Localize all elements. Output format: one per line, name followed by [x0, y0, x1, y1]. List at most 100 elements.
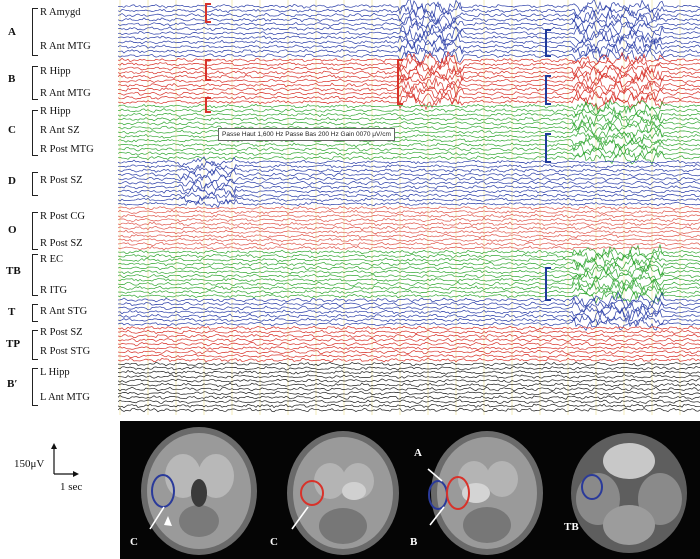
eeg-trace	[118, 64, 700, 82]
lesion-marker-red	[300, 480, 324, 506]
eeg-trace	[118, 160, 700, 171]
arrow-icon	[427, 468, 443, 482]
eeg-trace	[118, 169, 700, 179]
eeg-trace	[118, 135, 700, 147]
eeg-trace	[118, 60, 700, 76]
eeg-trace	[118, 301, 700, 313]
arrow-icon	[429, 506, 445, 526]
eeg-trace	[118, 337, 700, 343]
eeg-trace	[118, 198, 700, 209]
eeg-trace	[118, 260, 700, 275]
eeg-trace	[118, 191, 700, 202]
mri-label: B	[410, 536, 418, 548]
eeg-trace	[118, 382, 700, 388]
event-bracket	[205, 3, 211, 23]
eeg-trace	[118, 55, 700, 73]
eeg-trace	[118, 374, 700, 379]
channel-label: R EC	[40, 254, 64, 265]
eeg-trace	[118, 308, 700, 324]
group-label-tp: TP	[6, 338, 21, 350]
eeg-trace	[118, 77, 700, 95]
eeg-trace	[118, 390, 700, 396]
channel-label: R Hipp	[40, 66, 71, 77]
eeg-trace	[118, 149, 700, 166]
eeg-trace	[118, 365, 700, 371]
eeg-trace	[118, 213, 700, 219]
eeg-trace	[118, 20, 700, 36]
eeg-trace	[118, 395, 700, 400]
eeg-trace	[118, 93, 700, 111]
eeg-trace	[118, 186, 700, 198]
eeg-trace	[118, 407, 700, 413]
eeg-trace	[118, 137, 700, 152]
group-brace-bprime	[32, 368, 38, 406]
eeg-trace	[118, 325, 700, 331]
event-bracket	[545, 133, 551, 163]
eeg-trace	[118, 361, 700, 367]
eeg-trace	[118, 403, 700, 409]
event-bracket	[545, 29, 551, 57]
eeg-trace	[118, 106, 700, 122]
group-label-b: B	[8, 73, 16, 85]
eeg-trace	[118, 279, 700, 297]
mri-panel: C C B A TB	[120, 421, 700, 559]
group-label-bprime: B′	[7, 378, 18, 390]
eeg-trace	[118, 229, 700, 235]
group-brace-o	[32, 212, 38, 250]
eeg-trace	[118, 275, 700, 291]
group-brace-a	[32, 8, 38, 56]
scale-time-label: 1 sec	[60, 481, 83, 493]
mri-slice	[287, 431, 399, 555]
eeg-trace	[118, 291, 700, 308]
group-brace-tp	[32, 330, 38, 360]
event-bracket	[205, 59, 211, 81]
eeg-trace	[118, 120, 700, 136]
eeg-trace	[118, 217, 700, 223]
channel-label: R Ant STG	[40, 306, 88, 317]
group-label-tb: TB	[6, 265, 21, 277]
eeg-trace	[118, 253, 700, 268]
eeg-trace	[118, 11, 700, 28]
channel-label: R ITG	[40, 285, 68, 296]
eeg-trace	[118, 341, 700, 347]
channel-label: R Post MTG	[40, 144, 94, 155]
eeg-trace	[118, 205, 700, 211]
channel-label: R Post SZ	[40, 238, 83, 249]
channel-label: R Post CG	[40, 211, 85, 222]
eeg-trace	[118, 233, 700, 239]
eeg-trace	[118, 329, 700, 335]
eeg-trace	[118, 182, 700, 194]
lesion-marker-red	[446, 476, 470, 510]
eeg-trace	[118, 6, 700, 25]
eeg-trace	[118, 86, 700, 102]
eeg-trace	[118, 166, 700, 176]
eeg-trace	[118, 247, 700, 263]
eeg-trace	[118, 256, 700, 274]
eeg-trace	[118, 349, 700, 355]
eeg-trace	[118, 141, 700, 156]
group-label-t: T	[8, 306, 16, 318]
channel-label: R Hipp	[40, 106, 71, 117]
eeg-trace	[118, 101, 700, 119]
eeg-trace	[118, 378, 700, 383]
eeg-trace	[118, 290, 700, 304]
eeg-trace	[118, 266, 700, 283]
eeg-trace	[118, 264, 700, 278]
mri-label: C	[270, 536, 278, 548]
arrow-right-icon	[73, 471, 79, 477]
eeg-trace	[118, 194, 700, 205]
eeg-trace	[118, 221, 700, 227]
mri-label: C	[130, 536, 138, 548]
eeg-trace	[118, 99, 700, 115]
channel-label: R Amygd	[40, 7, 81, 18]
channel-label: L Hipp	[40, 367, 70, 378]
channel-label: R Post SZ	[40, 175, 83, 186]
eeg-trace	[118, 241, 700, 247]
eeg-trace	[118, 29, 700, 47]
group-brace-d	[32, 172, 38, 196]
group-brace-t	[32, 304, 38, 322]
channel-label: R Ant SZ	[40, 125, 80, 136]
group-label-c: C	[8, 124, 16, 136]
arrow-icon	[291, 506, 309, 530]
